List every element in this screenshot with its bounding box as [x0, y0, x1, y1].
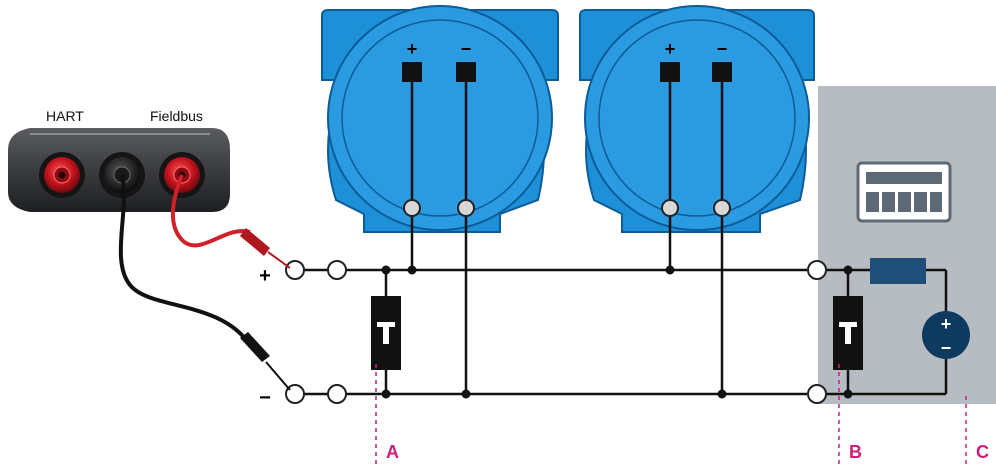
transmitter-2-minus-terminal [712, 62, 732, 82]
transmitter-1-minus-terminal [456, 62, 476, 82]
hart-port-label: HART [46, 108, 84, 124]
transmitter-1 [321, 5, 559, 233]
power-minus-label: − [941, 338, 952, 358]
terminator-b [833, 296, 863, 370]
marker-c-label: C [976, 442, 989, 462]
bus-terminals [285, 260, 827, 404]
transmitter-1-minus-label: − [461, 39, 472, 59]
communicator-device-icon [8, 128, 230, 212]
position-markers [375, 364, 967, 468]
marker-b-label: B [849, 442, 862, 462]
transmitter-1-plus-label: + [407, 39, 418, 59]
bus-minus-label: − [259, 387, 271, 409]
transmitter-2-minus-label: − [717, 39, 728, 59]
black-test-lead [118, 174, 291, 391]
fieldbus-port-label: Fieldbus [150, 108, 203, 124]
terminator-a [371, 296, 401, 370]
bus-plus-label: + [259, 265, 271, 287]
transmitter-2-plus-terminal [660, 62, 680, 82]
resistor-icon [870, 258, 926, 284]
marker-a-label: A [386, 442, 399, 462]
red-test-lead [170, 174, 291, 269]
power-plus-label: + [941, 314, 952, 334]
bus-junctions [381, 265, 853, 399]
transmitter-2-plus-label: + [665, 39, 676, 59]
transmitter-terminal-circles [403, 199, 731, 217]
transmitter-2 [579, 5, 815, 233]
transmitter-1-plus-terminal [402, 62, 422, 82]
dc-power-source-icon [922, 311, 970, 359]
display-panel-icon [856, 161, 952, 223]
